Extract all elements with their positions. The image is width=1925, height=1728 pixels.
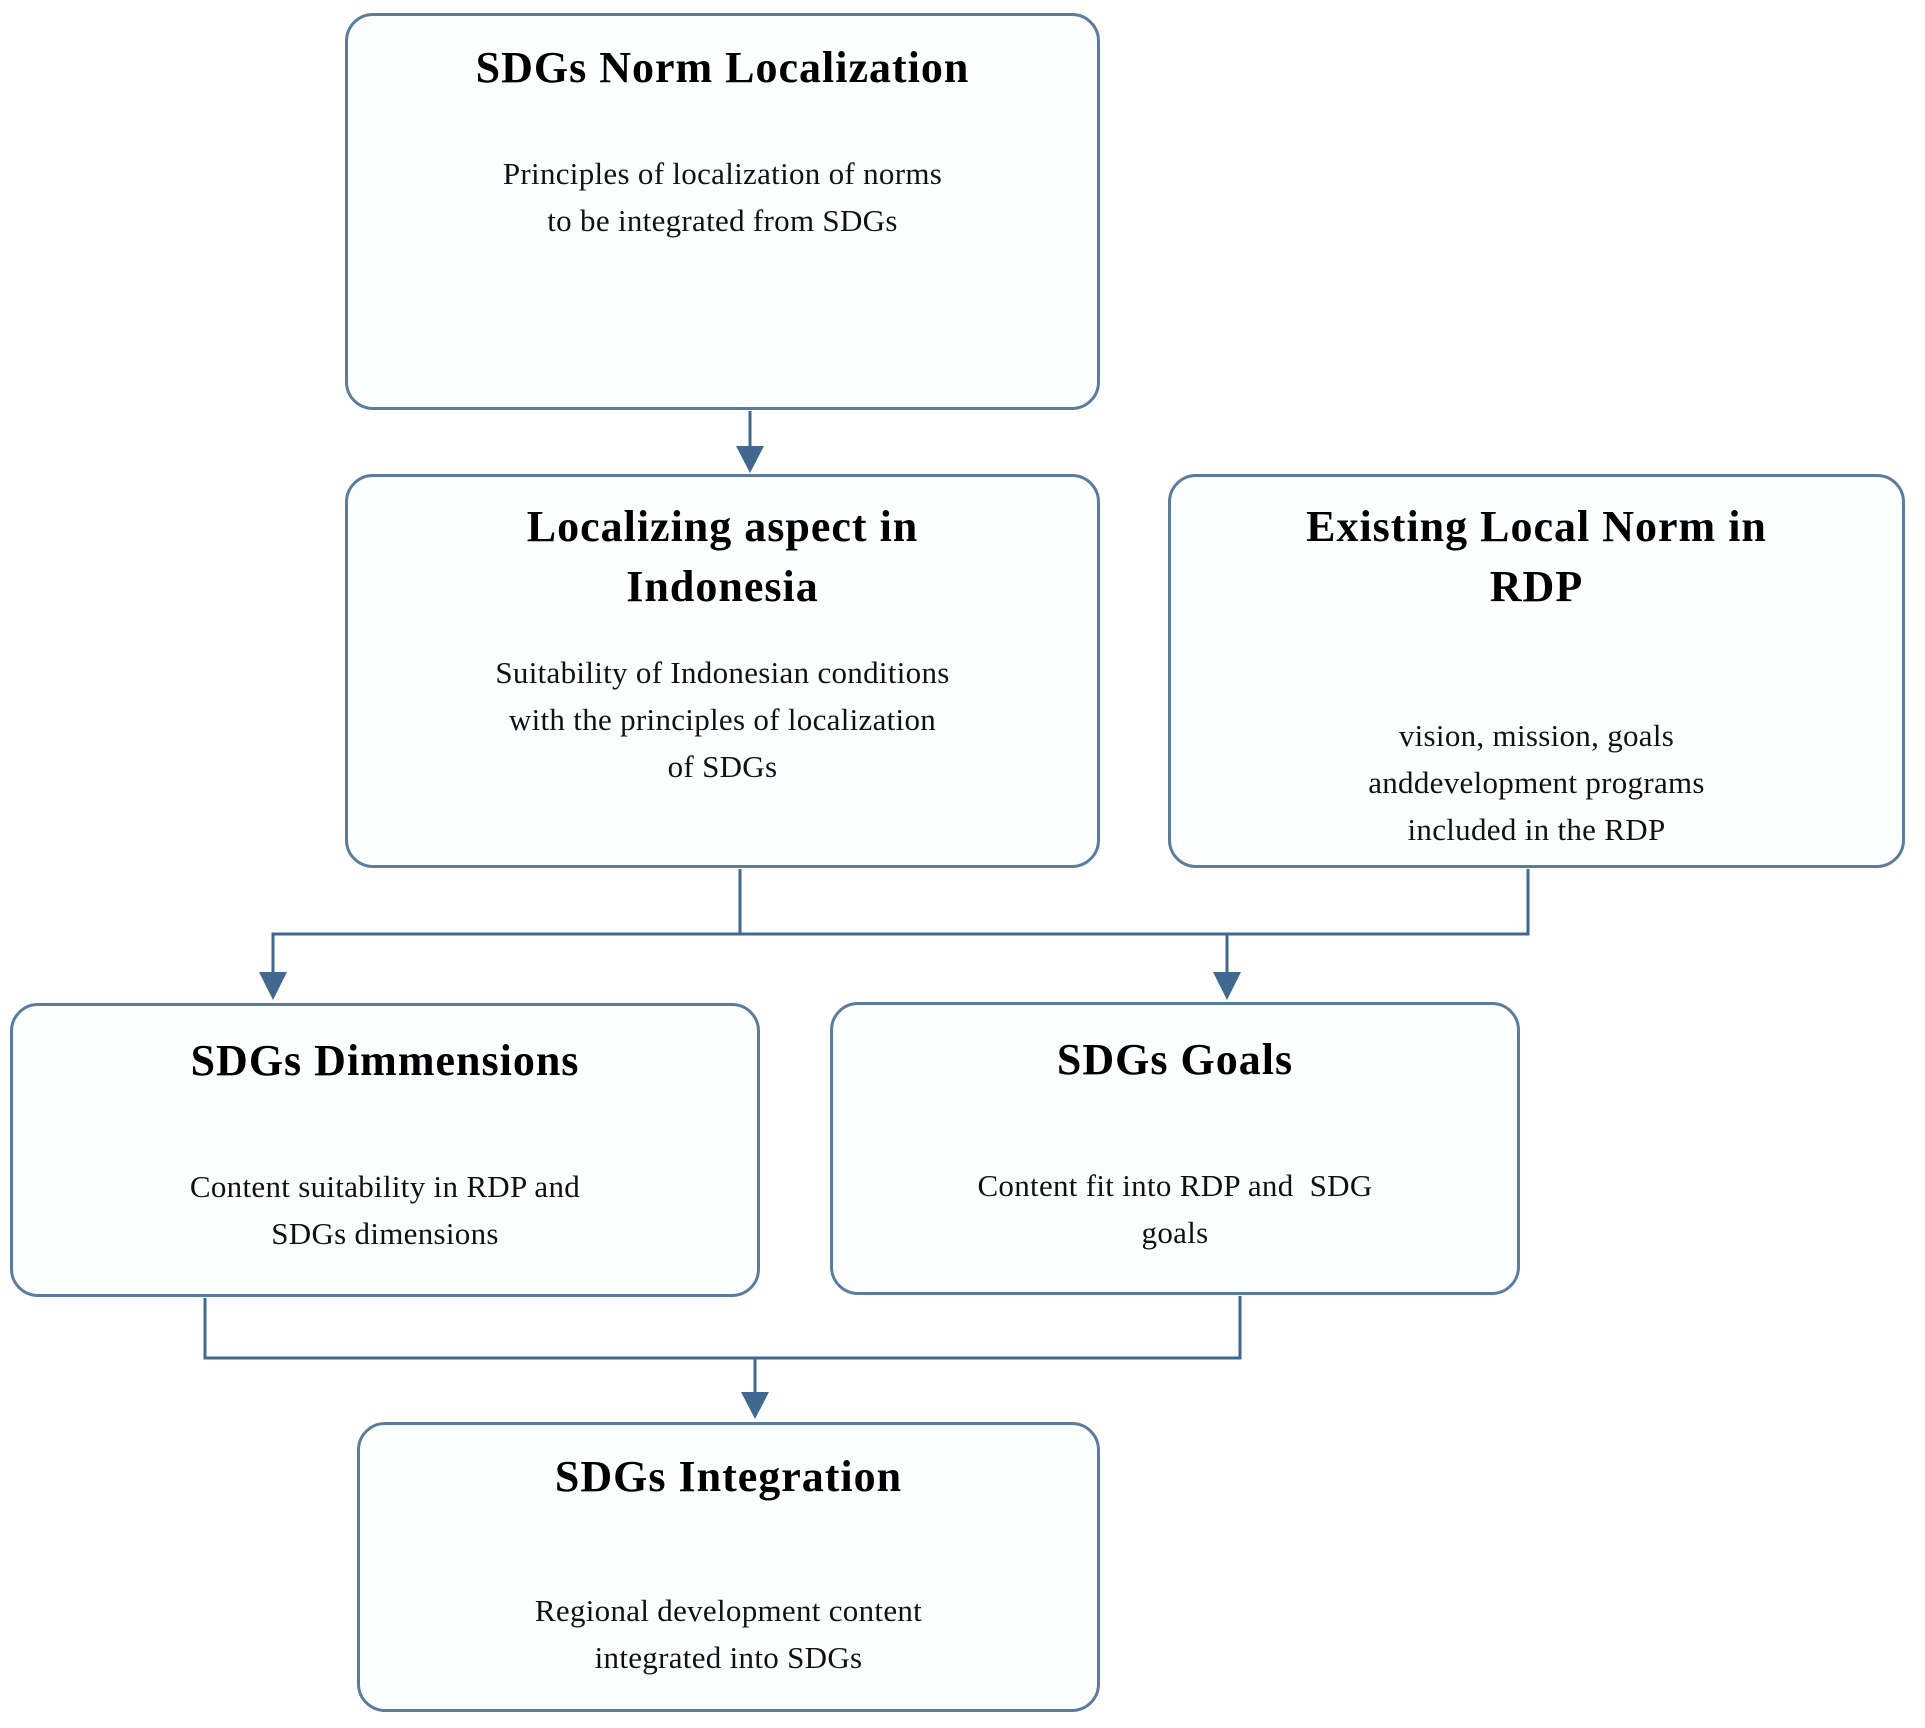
node-description: Suitability of Indonesian conditions wit… <box>495 655 950 784</box>
arrowhead-goals <box>1213 972 1241 1000</box>
node-description: Content fit into RDP and SDG goals <box>977 1168 1373 1250</box>
node-title: SDGs Dimmensions <box>190 1036 580 1085</box>
node-title: SDGs Integration <box>554 1452 903 1501</box>
node-localizing-aspect-indonesia: Localizing aspect in Indonesia Suitabili… <box>345 474 1100 868</box>
node-description: vision, mission, goals anddevelopment pr… <box>1368 718 1705 847</box>
node-description: Principles of localization of norms to b… <box>502 156 943 238</box>
node-sdgs-goals: SDGs Goals Content fit into RDP and SDG … <box>830 1002 1520 1295</box>
node-existing-local-norm-rdp: Existing Local Norm in RDP vision, missi… <box>1168 474 1905 868</box>
node-title: SDGs Norm Localization <box>475 43 970 92</box>
node-title: SDGs Goals <box>1056 1035 1294 1084</box>
node-description: Regional development content integrated … <box>534 1593 923 1675</box>
node-sdgs-dimensions: SDGs Dimmensions Content suitability in … <box>10 1003 760 1297</box>
arrowhead-dimensions <box>259 972 287 1000</box>
node-sdgs-norm-localization: SDGs Norm Localization Principles of loc… <box>345 13 1100 410</box>
node-title: Existing Local Norm in RDP <box>1306 502 1767 611</box>
node-title: Localizing aspect in Indonesia <box>526 502 919 611</box>
node-description: Content suitability in RDP and SDGs dime… <box>189 1169 581 1251</box>
arrowhead-integration <box>741 1392 769 1419</box>
node-sdgs-integration: SDGs Integration Regional development co… <box>357 1422 1100 1712</box>
arrowhead-localizing <box>736 446 764 473</box>
